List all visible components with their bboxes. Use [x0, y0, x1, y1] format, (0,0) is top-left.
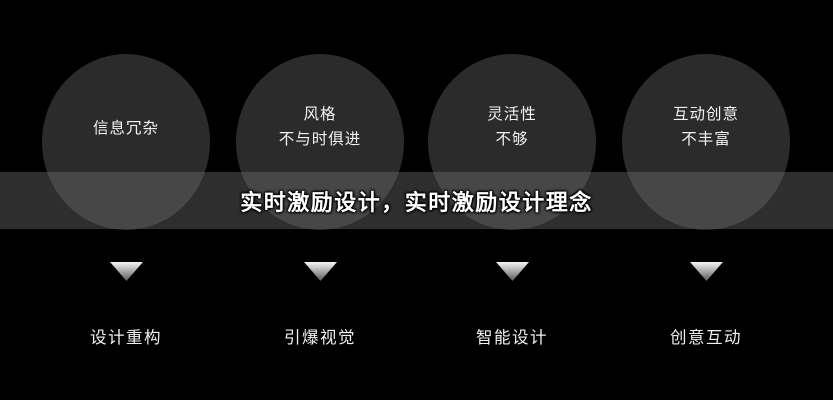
- triangle-down-icon: [496, 262, 529, 281]
- problem-circle-4: 互动创意 不丰富: [622, 54, 790, 230]
- problem-circle-2-line1: 风格: [303, 106, 337, 123]
- problem-circle-1: 信息冗杂: [42, 54, 210, 230]
- problem-circle-row: 信息冗杂 风格 不与时俱进 灵活性 不够 互动创意 不丰富: [42, 54, 790, 230]
- problem-circle-2: 风格 不与时俱进: [236, 54, 404, 230]
- triangle-down-icon: [304, 262, 337, 281]
- problem-circle-1-textblock: 信息冗杂: [42, 116, 210, 141]
- page-title: 实时激励设计，实时激励设计理念: [240, 189, 593, 215]
- solution-label-3: 智能设计: [476, 329, 548, 347]
- problem-circle-2-line2: 不与时俱进: [278, 131, 362, 148]
- problem-circle-3-textblock: 灵活性 不够: [428, 102, 596, 152]
- solution-label-1: 设计重构: [90, 329, 162, 347]
- problem-circle-3-line2: 不够: [495, 131, 529, 148]
- triangle-down-icon: [110, 262, 143, 281]
- problem-circle-2-textblock: 风格 不与时俱进: [236, 102, 404, 152]
- solution-label-2: 引爆视觉: [284, 329, 356, 347]
- solution-label-row: 设计重构 引爆视觉 智能设计 创意互动: [0, 324, 833, 354]
- problem-circle-1-line1: 信息冗杂: [92, 120, 159, 137]
- triangle-down-icon: [690, 262, 723, 281]
- problem-circle-4-line2: 不丰富: [681, 131, 731, 148]
- problem-circle-3: 灵活性 不够: [428, 54, 596, 230]
- problem-circle-3-line1: 灵活性: [487, 106, 537, 123]
- arrow-row: [0, 262, 833, 292]
- solution-label-4: 创意互动: [670, 329, 742, 347]
- title-banner: 实时激励设计，实时激励设计理念: [0, 172, 833, 229]
- problem-circle-4-textblock: 互动创意 不丰富: [622, 102, 790, 152]
- problem-circle-4-line1: 互动创意: [672, 106, 739, 123]
